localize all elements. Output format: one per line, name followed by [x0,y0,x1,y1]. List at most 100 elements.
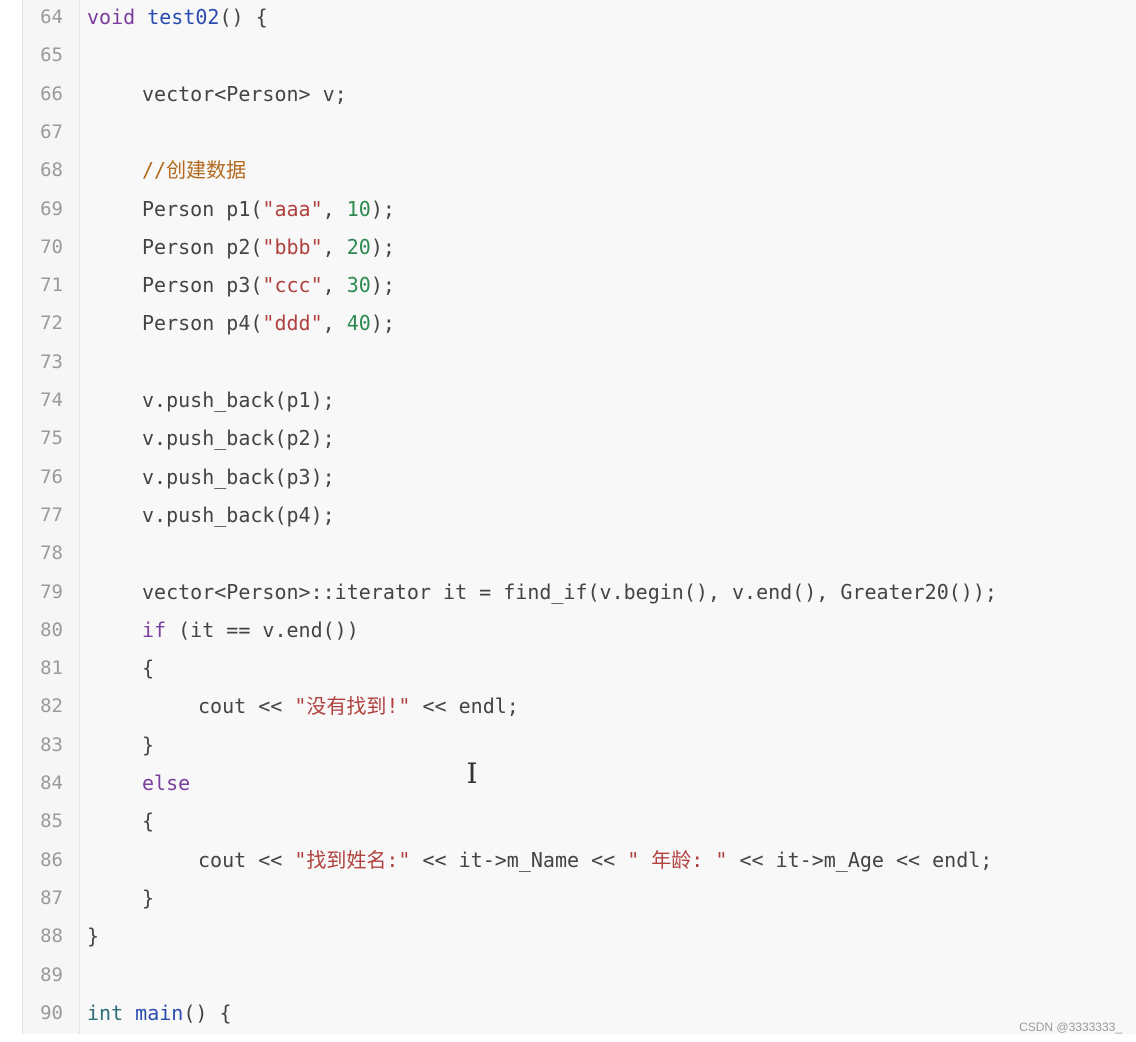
code-token: << endl; [410,694,519,719]
watermark: CSDN @3333333_ [1019,1020,1122,1034]
code-line[interactable]: 67 [23,113,1136,151]
code-token: (it == v.end()) [166,617,359,642]
code-token: { [142,809,155,834]
code-token: v.push_back(p4); [142,502,335,527]
code-line[interactable]: 87} [23,879,1136,917]
code-token [135,5,147,29]
code-line[interactable]: 75 v.push_back(p2); [23,419,1136,457]
line-number: 66 [40,82,63,105]
code-line[interactable]: 90 int main() { [23,994,1136,1032]
code-token: cout << [198,847,295,872]
code-text: v.push_back(p1); [142,381,335,419]
code-token: 30 [346,273,371,298]
code-line[interactable]: 78 [23,534,1136,572]
code-token: { [142,656,155,681]
code-line[interactable]: 81 { [23,649,1136,687]
code-token: test02 [147,5,220,29]
code-text: void test02() { [87,0,268,36]
code-token: "ccc" [262,273,323,298]
code-token: void [87,5,136,29]
code-line[interactable]: 91 [23,1032,1136,1034]
code-line[interactable]: 89 [23,956,1136,994]
code-token: } [142,885,155,910]
code-text: { [142,649,154,687]
code-text: vector<Person>::iterator it = find_if(v.… [142,573,997,611]
code-text: v.push_back(p4); [142,496,335,534]
code-token: "没有找到!" [294,694,411,719]
code-token: << it->m_Name << [410,847,628,872]
code-token: Person p2( [142,234,263,259]
code-text: } [87,917,99,955]
code-line[interactable]: 66 vector<Person> v; [23,75,1136,113]
code-token: else [142,771,191,795]
code-token [123,1001,135,1025]
code-line[interactable]: 73 [23,343,1136,381]
code-token: vector<Person> v; [142,81,347,106]
line-number: 76 [40,465,63,488]
line-number: 67 [40,120,63,143]
code-text: cout << "找到姓名:" << it->m_Name << " 年龄: "… [198,841,992,879]
code-token: v.push_back(p3); [142,464,335,489]
code-token: //创建数据 [142,158,247,183]
code-token: vector<Person>::iterator it = find_if(v.… [142,579,997,604]
code-token: int [87,1000,124,1025]
line-number: 85 [40,810,63,833]
code-text: } [142,879,154,917]
code-token: if [142,617,167,642]
code-token: "bbb" [262,234,323,259]
code-token: ); [370,311,395,336]
line-number: 90 [40,1001,63,1024]
code-token: 10 [346,196,371,221]
code-token: " 年龄: " [627,847,728,872]
code-token: , [322,234,347,259]
code-line[interactable]: 77 v.push_back(p4); [23,496,1136,534]
line-number: 65 [40,44,63,67]
code-text: int main() { [87,994,232,1032]
code-text: //创建数据 [142,151,246,189]
code-line[interactable]: 68//创建数据 [23,151,1136,189]
code-text: vector<Person> v; [142,75,347,113]
code-line[interactable]: 83} [23,726,1136,764]
line-number: 75 [40,427,63,450]
code-token: } [87,924,100,949]
code-token: , [322,273,347,298]
code-token: ); [370,234,395,259]
code-token: "ddd" [262,311,323,336]
line-number: 77 [40,503,63,526]
code-line[interactable]: 65 [23,36,1136,74]
code-line[interactable]: 88} [23,917,1136,955]
code-token: v.push_back(p2); [142,426,335,451]
line-number: 71 [40,274,63,297]
code-token: } [142,732,155,757]
code-token: () { [183,1000,232,1025]
line-number: 88 [40,925,63,948]
code-token: Person p1( [142,196,263,221]
code-token: ); [370,196,395,221]
code-text: if (it == v.end()) [142,611,359,649]
code-token: "找到姓名:" [294,847,411,872]
code-line[interactable]: 74 v.push_back(p1); [23,381,1136,419]
line-number: 81 [40,657,63,680]
code-line[interactable]: 76 v.push_back(p3); [23,458,1136,496]
code-text: cout << "没有找到!" << endl; [198,687,519,725]
code-token: v.push_back(p1); [142,388,335,412]
line-number: 83 [40,733,63,756]
code-token: () { [219,5,268,29]
code-line[interactable]: 85 { [23,802,1136,840]
line-number: 74 [40,389,63,411]
code-token: , [322,311,347,336]
line-number: 70 [40,235,63,258]
code-token: Person p3( [142,273,263,298]
code-text: Person p4("ddd", 40); [142,304,395,342]
